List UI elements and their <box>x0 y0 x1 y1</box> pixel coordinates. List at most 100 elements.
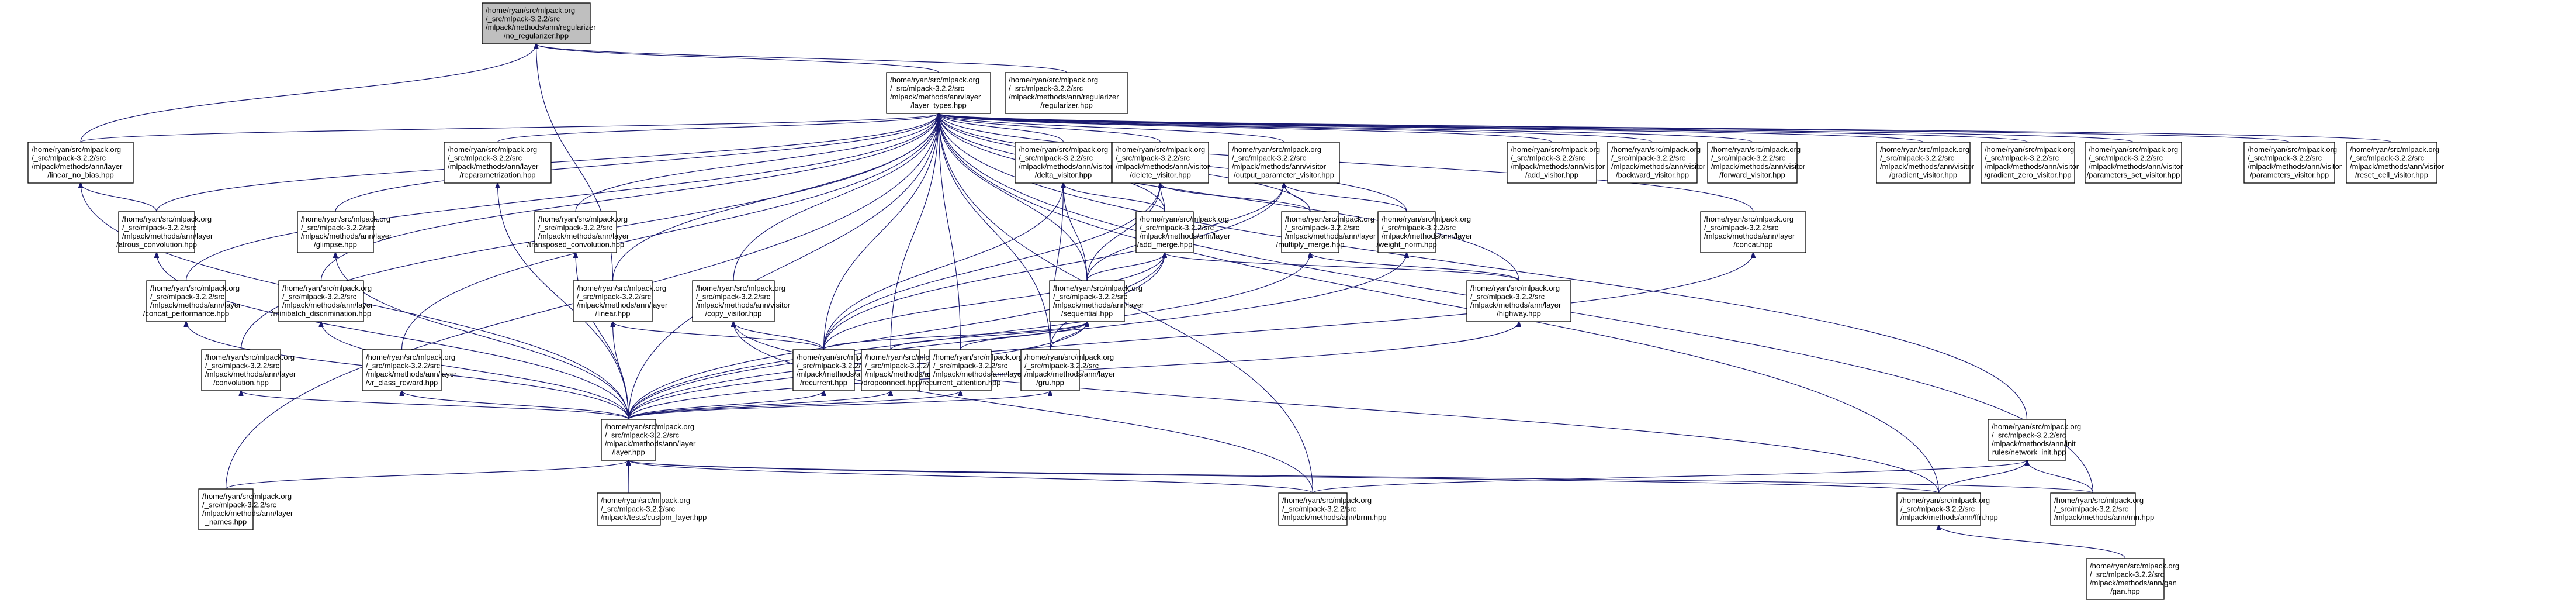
node-box[interactable] <box>2346 142 2437 184</box>
node-reparametrization[interactable]: /home/ryan/src/mlpack.org/_src/mlpack-3.… <box>444 142 552 184</box>
node-multiply-merge[interactable]: /home/ryan/src/mlpack.org/_src/mlpack-3.… <box>1276 211 1376 253</box>
node-gradient-visitor[interactable]: /home/ryan/src/mlpack.org/_src/mlpack-3.… <box>1876 142 1975 184</box>
node-label-line: /layer_types.hpp <box>910 101 966 110</box>
node-box[interactable] <box>1005 72 1128 114</box>
node-box[interactable] <box>597 492 661 526</box>
node-box[interactable] <box>886 72 991 114</box>
node-label-line: /multiply_merge.hpp <box>1276 240 1344 249</box>
node-parameters-visitor[interactable]: /home/ryan/src/mlpack.org/_src/mlpack-3.… <box>2243 142 2342 184</box>
node-box[interactable] <box>1700 211 1806 253</box>
node-sequential[interactable]: /home/ryan/src/mlpack.org/_src/mlpack-3.… <box>1049 280 1144 322</box>
node-weight-norm[interactable]: /home/ryan/src/mlpack.org/_src/mlpack-3.… <box>1376 211 1473 253</box>
node-copy-visitor[interactable]: /home/ryan/src/mlpack.org/_src/mlpack-3.… <box>692 280 791 322</box>
node-glimpse[interactable]: /home/ryan/src/mlpack.org/_src/mlpack-3.… <box>297 211 392 253</box>
node-brnn[interactable]: /home/ryan/src/mlpack.org/_src/mlpack-3.… <box>1278 492 1387 526</box>
node-gru[interactable]: /home/ryan/src/mlpack.org/_src/mlpack-3.… <box>1020 349 1116 391</box>
node-forward-visitor[interactable]: /home/ryan/src/mlpack.org/_src/mlpack-3.… <box>1707 142 1806 184</box>
node-box[interactable] <box>534 211 617 253</box>
node-add-merge[interactable]: /home/ryan/src/mlpack.org/_src/mlpack-3.… <box>1135 211 1231 253</box>
node-delta-visitor[interactable]: /home/ryan/src/mlpack.org/_src/mlpack-3.… <box>1015 142 1113 184</box>
node-label-line: /_src/mlpack-3.2.2/src <box>577 292 652 301</box>
node-concat[interactable]: /home/ryan/src/mlpack.org/_src/mlpack-3.… <box>1700 211 1806 253</box>
node-label-line: /home/ryan/src/mlpack.org <box>1880 145 1969 154</box>
node-ffn[interactable]: /home/ryan/src/mlpack.org/_src/mlpack-3.… <box>1896 492 1998 526</box>
node-label-line: /highway.hpp <box>1497 309 1541 318</box>
node-convolution[interactable]: /home/ryan/src/mlpack.org/_src/mlpack-3.… <box>201 349 296 391</box>
node-output-parameter-visitor[interactable]: /home/ryan/src/mlpack.org/_src/mlpack-3.… <box>1228 142 1340 184</box>
edge-dropconnect-to-sequential <box>890 322 1087 350</box>
node-box[interactable] <box>1020 349 1080 391</box>
node-rnn[interactable]: /home/ryan/src/mlpack.org/_src/mlpack-3.… <box>2050 492 2154 526</box>
node-atrous-convolution[interactable]: /home/ryan/src/mlpack.org/_src/mlpack-3.… <box>116 211 213 253</box>
node-box[interactable] <box>1278 492 1348 526</box>
node-box[interactable] <box>198 488 254 530</box>
node-box[interactable] <box>1507 142 1597 184</box>
edge-reparametrization-to-layer_types <box>497 113 939 143</box>
node-box[interactable] <box>1228 142 1340 184</box>
node-label-line: /mlpack/methods/ann/layer <box>1053 301 1144 309</box>
node-box[interactable] <box>692 280 775 322</box>
node-concat-performance[interactable]: /home/ryan/src/mlpack.org/_src/mlpack-3.… <box>143 280 241 322</box>
node-box[interactable] <box>792 349 855 391</box>
node-label-line: /reparametrization.hpp <box>459 171 535 180</box>
node-minibatch-discrimination[interactable]: /home/ryan/src/mlpack.org/_src/mlpack-3.… <box>271 280 373 322</box>
node-reset-cell-visitor[interactable]: /home/ryan/src/mlpack.org/_src/mlpack-3.… <box>2346 142 2445 184</box>
node-box[interactable] <box>1707 142 1798 184</box>
node-recurrent-attention[interactable]: /home/ryan/src/mlpack.org/_src/mlpack-3.… <box>920 349 1024 391</box>
node-label-line: /home/ryan/src/mlpack.org <box>1711 145 1801 154</box>
node-box[interactable] <box>601 419 656 461</box>
node-layer[interactable]: /home/ryan/src/mlpack.org/_src/mlpack-3.… <box>601 419 696 461</box>
node-layer-names[interactable]: /home/ryan/src/mlpack.org/_src/mlpack-3.… <box>198 488 293 530</box>
node-label-line: /home/ryan/src/mlpack.org <box>448 145 537 154</box>
node-box[interactable] <box>1377 211 1436 253</box>
node-custom-layer[interactable]: /home/ryan/src/mlpack.org/_src/mlpack-3.… <box>597 492 707 526</box>
node-box[interactable] <box>1049 280 1125 322</box>
node-highway[interactable]: /home/ryan/src/mlpack.org/_src/mlpack-3.… <box>1466 280 1571 322</box>
node-box[interactable] <box>278 280 364 322</box>
node-network-init[interactable]: /home/ryan/src/mlpack.org/_src/mlpack-3.… <box>1988 419 2082 461</box>
node-box[interactable] <box>362 349 442 391</box>
node-box[interactable] <box>201 349 281 391</box>
node-gan[interactable]: /home/ryan/src/mlpack.org/_src/mlpack-3.… <box>2086 558 2179 600</box>
node-box[interactable] <box>1876 142 1971 184</box>
node-transposed-convolution[interactable]: /home/ryan/src/mlpack.org/_src/mlpack-3.… <box>527 211 629 253</box>
node-box[interactable] <box>1135 211 1194 253</box>
node-box[interactable] <box>1896 492 1981 526</box>
node-box[interactable] <box>1466 280 1571 322</box>
node-parameters-set-visitor[interactable]: /home/ryan/src/mlpack.org/_src/mlpack-3.… <box>2085 142 2183 184</box>
node-regularizer[interactable]: /home/ryan/src/mlpack.org/_src/mlpack-3.… <box>1005 72 1128 114</box>
node-box[interactable] <box>297 211 374 253</box>
node-box[interactable] <box>146 280 226 322</box>
node-box[interactable] <box>2243 142 2335 184</box>
node-box[interactable] <box>118 211 195 253</box>
node-box[interactable] <box>2085 142 2182 184</box>
node-box[interactable] <box>861 349 920 391</box>
node-box[interactable] <box>1281 211 1339 253</box>
node-label-line: /_src/mlpack-3.2.2/src <box>601 504 676 513</box>
node-box[interactable] <box>482 2 591 44</box>
node-label-line: /no_regularizer.hpp <box>504 32 569 40</box>
node-delete-visitor[interactable]: /home/ryan/src/mlpack.org/_src/mlpack-3.… <box>1112 142 1210 184</box>
node-backward-visitor[interactable]: /home/ryan/src/mlpack.org/_src/mlpack-3.… <box>1607 142 1706 184</box>
edge-highway-to-add_merge <box>1165 253 1519 281</box>
node-box[interactable] <box>27 142 134 184</box>
node-box[interactable] <box>1015 142 1112 184</box>
node-linear[interactable]: /home/ryan/src/mlpack.org/_src/mlpack-3.… <box>573 280 668 322</box>
node-label-line: /mlpack/methods/ann/init <box>1992 439 2076 448</box>
node-box[interactable] <box>1112 142 1209 184</box>
node-box[interactable] <box>573 280 653 322</box>
node-box[interactable] <box>2086 558 2165 600</box>
node-linear-no-bias[interactable]: /home/ryan/src/mlpack.org/_src/mlpack-3.… <box>27 142 134 184</box>
node-no-regularizer[interactable]: /home/ryan/src/mlpack.org/_src/mlpack-3.… <box>482 2 596 44</box>
node-box[interactable] <box>1988 419 2066 461</box>
node-gradient-zero-visitor[interactable]: /home/ryan/src/mlpack.org/_src/mlpack-3.… <box>1981 142 2079 184</box>
node-box[interactable] <box>444 142 552 184</box>
node-box[interactable] <box>929 349 992 391</box>
node-box[interactable] <box>1981 142 2075 184</box>
node-box[interactable] <box>1607 142 1698 184</box>
node-vr-class-reward[interactable]: /home/ryan/src/mlpack.org/_src/mlpack-3.… <box>362 349 457 391</box>
node-add-visitor[interactable]: /home/ryan/src/mlpack.org/_src/mlpack-3.… <box>1507 142 1605 184</box>
node-box[interactable] <box>2050 492 2136 526</box>
node-layer-types[interactable]: /home/ryan/src/mlpack.org/_src/mlpack-3.… <box>886 72 991 114</box>
edge-atrous_convolution-to-linear_no_bias <box>81 183 157 212</box>
